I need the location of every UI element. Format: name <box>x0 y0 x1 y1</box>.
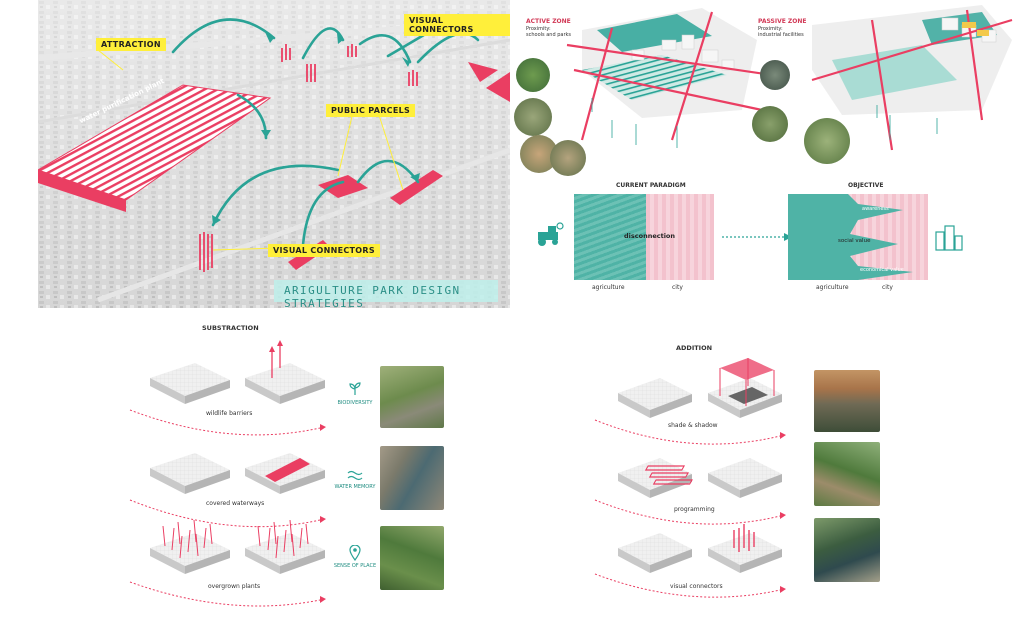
zones-illustration <box>566 5 1013 151</box>
canal-photo <box>380 446 444 510</box>
passive-zone-subtitle: Proximity: industrial facilities <box>758 26 804 38</box>
substraction-row-3-blocks <box>129 519 326 607</box>
agriculture-left-label: agriculture <box>592 284 625 291</box>
substraction-row-2-blocks <box>129 453 326 528</box>
connector-marker <box>468 62 498 82</box>
current-paradigm-title: CURRENT PARADIGM <box>616 182 686 189</box>
substraction-caption: wildlife barriers <box>206 410 253 417</box>
water-memory-label: WATER MEMORY <box>334 484 376 490</box>
public-parcel <box>318 175 368 198</box>
agriculture-right-label: agriculture <box>816 284 849 291</box>
substraction-caption: covered waterways <box>206 500 265 507</box>
connector-marker <box>486 72 510 102</box>
transition-arrow <box>722 233 792 241</box>
objective-title: OBJECTIVE <box>848 182 884 189</box>
city-right-label: city <box>882 284 893 291</box>
objective-panel: awareness social value economical value <box>788 194 928 280</box>
public-parcels-tag: PUBLIC PARCELS <box>326 104 416 117</box>
pond-connector-photo <box>814 518 880 582</box>
passive-zone-title: PASSIVE ZONE <box>758 18 807 25</box>
substraction-section: SUBSTRACTION <box>120 318 460 618</box>
visual-connectors-bottom-tag: VISUAL CONNECTORS <box>268 244 380 257</box>
substraction-diagrams <box>129 340 326 607</box>
addition-row-3-blocks <box>594 524 786 598</box>
biodiversity-label: BIODIVERSITY <box>337 400 373 406</box>
zones-panel: ACTIVE ZONE Proximity: schools and parks… <box>512 0 1030 180</box>
substraction-row-1-blocks <box>129 340 326 436</box>
active-zone-title: ACTIVE ZONE <box>526 18 571 25</box>
addition-caption: programming <box>674 506 715 513</box>
attraction-tag: ATTRACTION <box>96 38 166 51</box>
zone-photo-circle <box>514 98 552 136</box>
visual-connectors-top-tag: VISUAL CONNECTORS <box>404 14 510 36</box>
social-value-label: social value <box>838 238 871 244</box>
zone-photo-circle <box>760 60 790 90</box>
current-paradigm-panel: disconnection <box>574 194 714 280</box>
passive-zone-subtitle-line: Proximity: <box>758 26 783 32</box>
disconnection-label: disconnection <box>624 232 676 240</box>
trail-photo <box>380 366 444 428</box>
sprout-icon <box>349 382 361 395</box>
public-parcel <box>390 170 443 205</box>
substraction-caption: overgrown plants <box>208 583 261 590</box>
paradigm-diagram: CURRENT PARADIGM OBJECTIVE disconnection… <box>530 180 1030 300</box>
addition-row-1-blocks <box>594 358 786 445</box>
shade-pergola-photo <box>814 370 880 432</box>
passive-zone-subtitle-line: industrial facilities <box>758 32 804 38</box>
addition-caption: visual connectors <box>670 583 723 590</box>
substraction-title: SUBSTRACTION <box>202 324 259 332</box>
aerial-map-image <box>38 0 510 308</box>
city-left-label: city <box>672 284 683 291</box>
economic-value-label: economical value <box>860 267 904 273</box>
addition-section: ADDITION <box>590 338 890 618</box>
meadow-photo <box>380 526 444 590</box>
awareness-label: awareness <box>862 206 889 212</box>
active-zone-subtitle: Proximity: schools and parks <box>526 26 571 38</box>
zone-photo-circle <box>804 118 850 164</box>
strategies-banner-text: ARIGULTURE PARK DESIGN STRATEGIES <box>284 284 461 310</box>
addition-caption: shade & shadow <box>668 422 718 429</box>
strategy-map: ATTRACTION VISUAL CONNECTORS PUBLIC PARC… <box>38 0 510 310</box>
sense-of-place-label: SENSE OF PLACE <box>333 563 377 569</box>
city-area <box>646 194 714 280</box>
location-pin-icon <box>349 545 361 561</box>
addition-diagrams <box>594 358 786 598</box>
garden-plots-photo <box>814 442 880 506</box>
zone-photo-circle <box>752 106 788 142</box>
zone-photo-circle <box>516 58 550 92</box>
addition-row-2-blocks <box>594 458 786 525</box>
active-zone-subtitle-line: schools and parks <box>526 32 572 38</box>
zone-photo-circle <box>550 140 586 176</box>
visual-connector-bars <box>199 44 418 272</box>
farm-tractor-icon <box>538 222 564 246</box>
strategies-banner: ARIGULTURE PARK DESIGN STRATEGIES <box>274 280 498 310</box>
addition-title: ADDITION <box>676 344 713 352</box>
city-buildings-icon <box>935 225 963 251</box>
active-zone-subtitle-line: Proximity: <box>526 26 551 32</box>
waves-icon <box>347 470 363 481</box>
agriculture-area <box>574 194 646 280</box>
